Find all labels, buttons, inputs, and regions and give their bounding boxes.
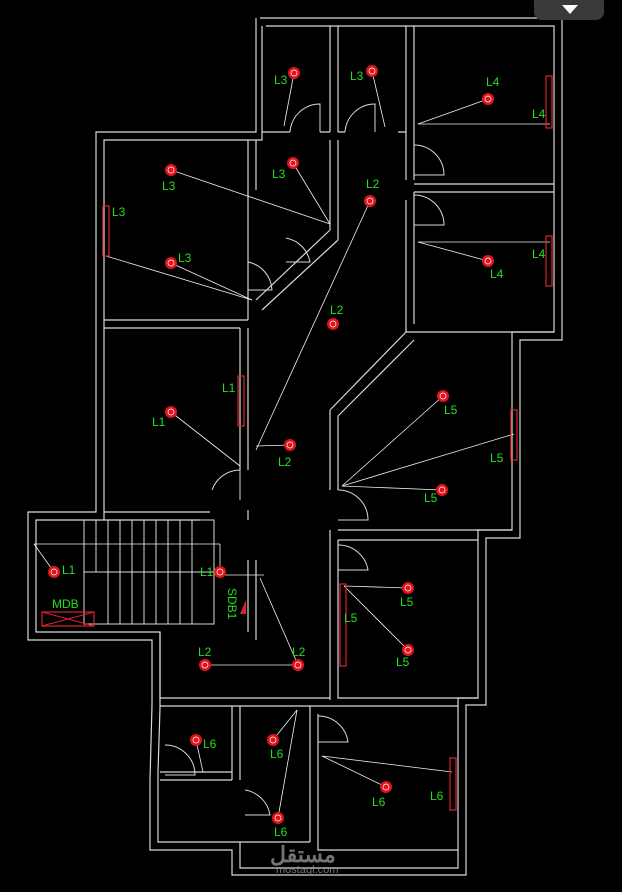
circuit-label: L6 bbox=[270, 747, 284, 761]
light-fixture-icon bbox=[165, 257, 177, 269]
light-fixture-icon bbox=[364, 195, 376, 207]
light-fixture-icon bbox=[48, 566, 60, 578]
circuit-label: L1 bbox=[200, 565, 214, 579]
light-fixture-icon bbox=[287, 157, 299, 169]
circuit-label: L6 bbox=[203, 737, 217, 751]
light-fixture-icon bbox=[436, 484, 448, 496]
wall-boards bbox=[102, 75, 553, 811]
view-toggle-button[interactable] bbox=[534, 0, 604, 20]
circuit-label: L3 bbox=[178, 251, 192, 265]
circuit-label: L5 bbox=[344, 611, 358, 625]
light-fixture-icon bbox=[482, 93, 494, 105]
circuit-label: L4 bbox=[490, 267, 504, 281]
circuit-label: L6 bbox=[430, 789, 444, 803]
circuit-label: L3 bbox=[162, 179, 176, 193]
circuit-label: L3 bbox=[350, 69, 364, 83]
circuit-label: L2 bbox=[366, 177, 380, 191]
circuit-label: L5 bbox=[400, 595, 414, 609]
light-fixture-icon bbox=[437, 390, 449, 402]
light-fixture-icon bbox=[292, 659, 304, 671]
light-fixtures bbox=[48, 65, 494, 824]
light-fixture-icon bbox=[402, 582, 414, 594]
circuit-label: L3 bbox=[112, 205, 126, 219]
mdb-panel bbox=[41, 600, 246, 627]
circuit-label: L5 bbox=[490, 451, 504, 465]
staircase bbox=[83, 519, 215, 625]
light-fixture-icon bbox=[190, 734, 202, 746]
light-fixture-icon bbox=[284, 439, 296, 451]
light-fixture-icon bbox=[288, 67, 300, 79]
circuit-label: L5 bbox=[424, 491, 438, 505]
light-fixture-icon bbox=[327, 318, 339, 330]
wiring bbox=[33, 70, 550, 819]
light-fixture-icon bbox=[267, 734, 279, 746]
light-fixture-icon bbox=[165, 164, 177, 176]
watermark-url: mostaql.com bbox=[276, 864, 339, 876]
circuit-label: L4 bbox=[486, 75, 500, 89]
light-fixture-icon bbox=[199, 659, 211, 671]
light-fixture-icon bbox=[272, 812, 284, 824]
mdb-label: MDB bbox=[52, 597, 79, 611]
light-fixture-icon bbox=[482, 255, 494, 267]
circuit-label: L1 bbox=[62, 563, 76, 577]
circuit-label: L1 bbox=[152, 415, 166, 429]
sdb1-label: SDB1 bbox=[225, 588, 239, 620]
circuit-label: L2 bbox=[278, 455, 292, 469]
light-fixture-icon bbox=[402, 644, 414, 656]
circuit-label: L4 bbox=[532, 247, 546, 261]
circuit-label: L3 bbox=[272, 167, 286, 181]
light-fixture-icon bbox=[366, 65, 378, 77]
light-fixture-icon bbox=[214, 566, 226, 578]
light-fixture-icon bbox=[380, 781, 392, 793]
circuit-label: L6 bbox=[372, 795, 386, 809]
doors bbox=[164, 103, 445, 816]
circuit-label: L2 bbox=[330, 303, 344, 317]
watermark-logo: مستقل bbox=[270, 842, 336, 867]
circuit-label: L4 bbox=[532, 107, 546, 121]
circuit-label: L2 bbox=[292, 645, 306, 659]
circuit-label: L3 bbox=[274, 73, 288, 87]
circuit-label: L5 bbox=[396, 655, 410, 669]
light-fixture-icon bbox=[165, 406, 177, 418]
circuit-label: L1 bbox=[222, 381, 236, 395]
circuit-label: L6 bbox=[274, 825, 288, 839]
circuit-label: L5 bbox=[444, 403, 458, 417]
chevron-down-icon bbox=[562, 5, 578, 14]
circuit-label: L2 bbox=[198, 645, 212, 659]
